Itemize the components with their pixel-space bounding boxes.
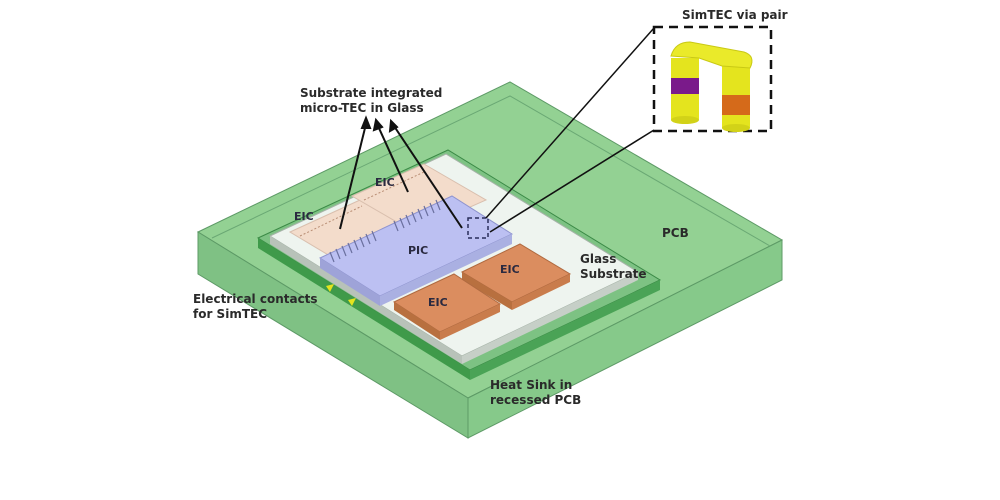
via-pair-inset [652,25,773,133]
eic-left-label: EIC [294,210,314,223]
eic-top-label: EIC [375,176,395,189]
via-pair-label: SimTEC via pair [682,8,788,22]
eic-bottom-label: EIC [428,296,448,309]
pic-label: PIC [408,244,429,257]
zoom-lines [485,27,655,233]
pcb-label: PCB [662,226,689,240]
via-pair-highlight [467,217,489,239]
eic-right-chip [460,243,572,310]
electrical-contacts [326,284,356,306]
electrical-contacts-label: Electrical contacts for SimTEC [193,292,318,321]
pic-chip [318,195,514,306]
micro-tec-arrows [339,115,463,230]
glass-substrate-label: Glass Substrate [580,252,647,281]
micro-tec-label: Substrate integrated micro-TEC in Glass [300,86,443,115]
eic-right-label: EIC [500,263,520,276]
heat-sink-label: Heat Sink in recessed PCB [490,378,582,407]
eic-bottom-chip [392,273,502,340]
